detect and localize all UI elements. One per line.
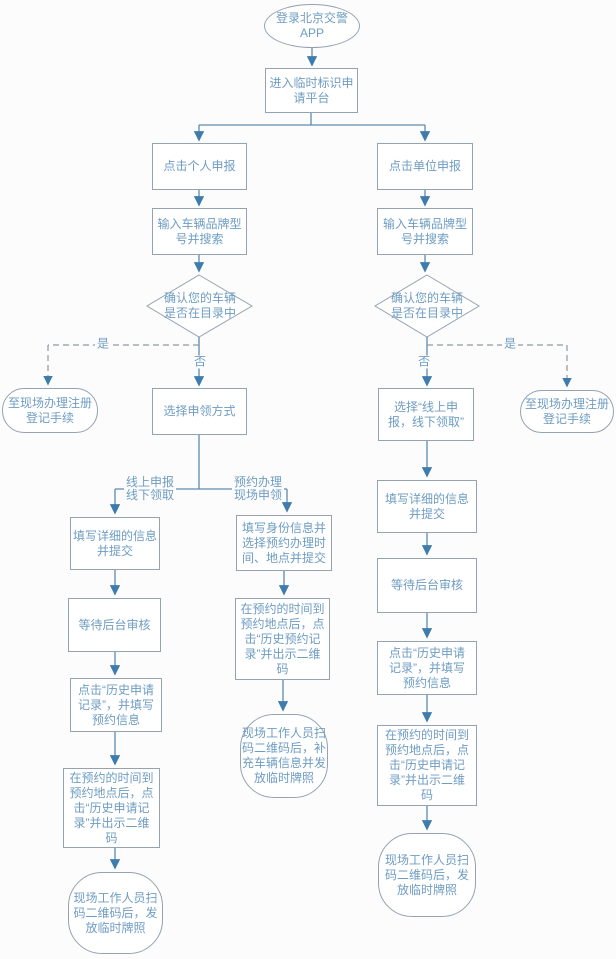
edge-label-yes-right: 是 bbox=[501, 336, 519, 351]
node-issue-plate-left: 现场工作人员扫 码二维码后，发 放临时牌照 bbox=[68, 872, 163, 954]
node-personal-declare: 点击个人申报 bbox=[152, 143, 247, 190]
node-register-onsite-right: 至现场办理注册 登记手续 bbox=[520, 390, 614, 433]
node-register-onsite-left: 至现场办理注册 登记手续 bbox=[2, 388, 98, 433]
node-issue-plate-mid: 现场工作人员扫 码二维码后，补 充车辆信息并发 放临时牌照 bbox=[240, 714, 328, 798]
edge-label-no-left: 否 bbox=[191, 354, 209, 369]
node-appointment-info-right: 点击“历史申请 记录”，并填写 预约信息 bbox=[377, 641, 477, 695]
node-appointment-info-left: 点击“历史申请 记录”，并填写 预约信息 bbox=[70, 678, 162, 732]
node-check-catalog-right: 确认您的车辆 是否在目录中 bbox=[390, 291, 463, 320]
node-wait-review-right: 等待后台审核 bbox=[377, 558, 477, 613]
node-show-qrcode-left: 在预约的时间到 预约地点后，点 击“历史申请记 录”并出示二维 码 bbox=[63, 768, 160, 848]
node-check-catalog-left: 确认您的车辆 是否在目录中 bbox=[163, 291, 236, 320]
edge-label-online-offline: 线上申报 线下领取 bbox=[123, 475, 177, 502]
node-fill-identity-mid: 填写身份信息并 选择预约办理时 间、地点并提交 bbox=[236, 515, 332, 571]
node-choose-method: 选择申领方式 bbox=[152, 388, 247, 435]
edge-label-no-right: 否 bbox=[415, 354, 433, 369]
node-wait-review-left: 等待后台审核 bbox=[68, 598, 161, 652]
node-unit-declare: 点击单位申报 bbox=[377, 143, 473, 190]
node-start: 登录北京交警 APP bbox=[264, 4, 360, 48]
node-fill-info-right: 填写详细的信息 并提交 bbox=[377, 480, 477, 533]
node-fill-info-left: 填写详细的信息 并提交 bbox=[70, 517, 160, 570]
edge-label-yes-left: 是 bbox=[94, 336, 112, 351]
edge-label-reserve-onsite: 预约办理 现场申领 bbox=[231, 475, 285, 502]
node-choose-online: 选择“线上申 报，线下领取” bbox=[378, 388, 474, 441]
node-search-left: 输入车辆品牌型 号并搜索 bbox=[152, 208, 247, 255]
node-show-qrcode-right: 在预约的时间到 预约地点后，点 击“历史申请记 录”并出示二维 码 bbox=[377, 725, 477, 806]
node-issue-plate-right: 现场工作人员扫 码二维码后，发 放临时牌照 bbox=[378, 833, 476, 917]
node-platform: 进入临时标识申 请平台 bbox=[265, 68, 358, 113]
node-show-qrcode-mid: 在预约的时间到 预约地点后，点 击“历史预约记 录”并出示二维 码 bbox=[235, 598, 330, 680]
node-search-right: 输入车辆品牌型 号并搜索 bbox=[377, 208, 473, 255]
